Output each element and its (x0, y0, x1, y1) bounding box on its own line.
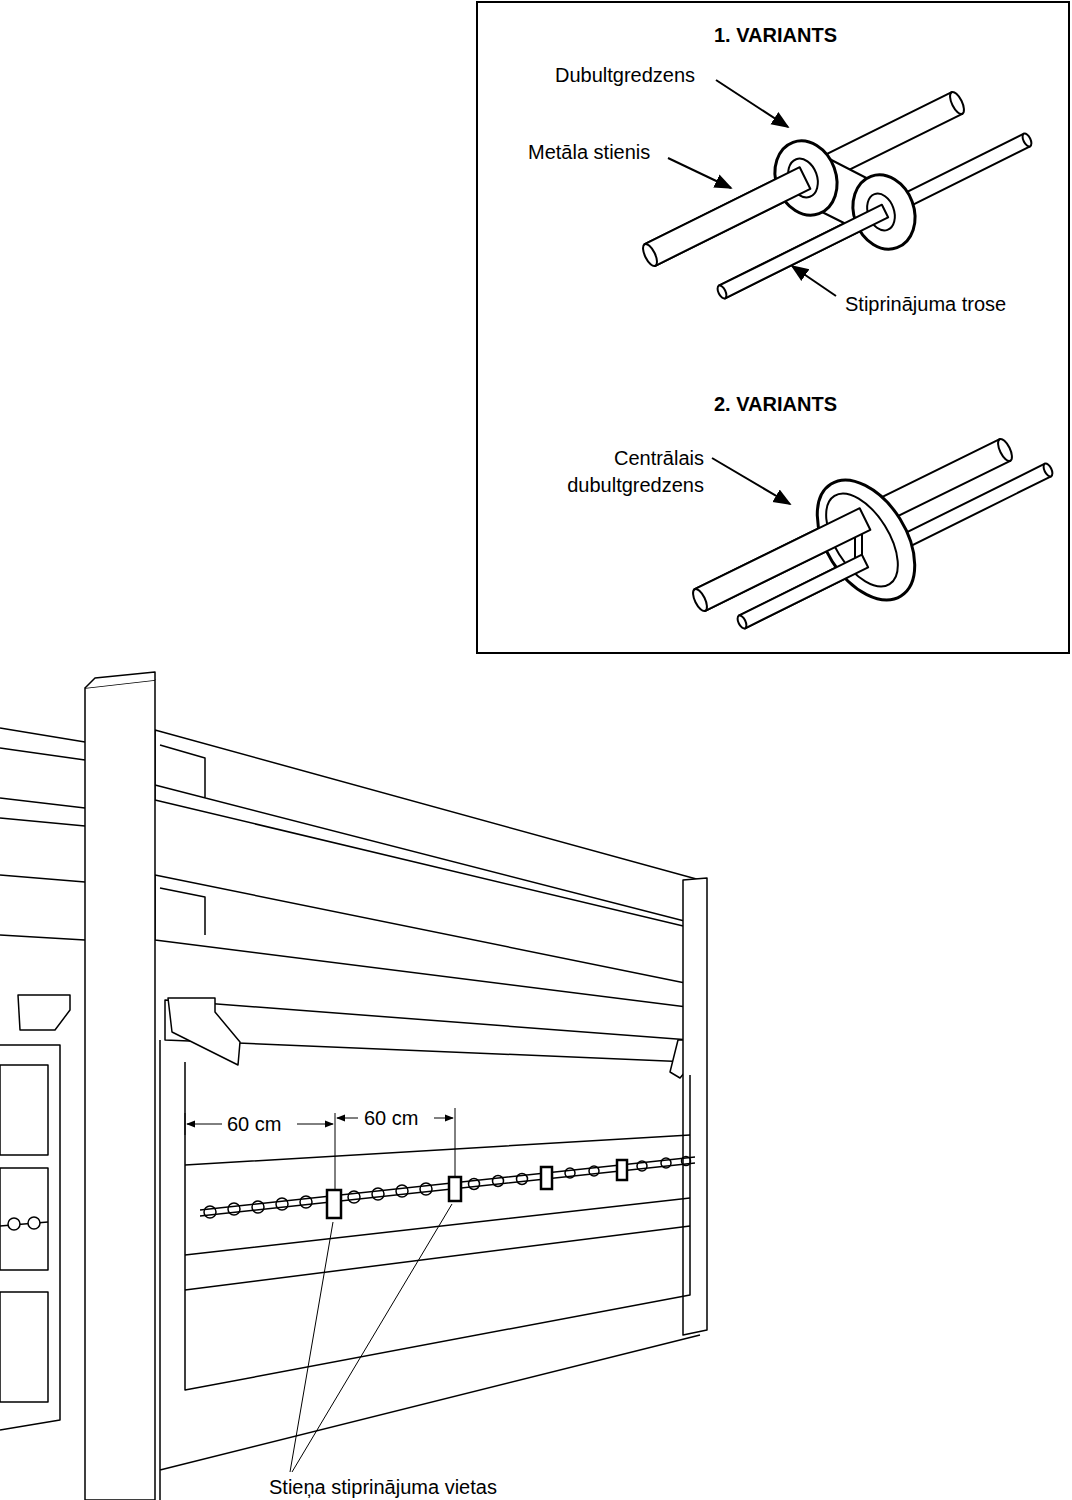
part-label: Dubultgredzens (555, 62, 725, 89)
leader-line (290, 1204, 452, 1472)
fixing-point (541, 1167, 552, 1189)
corner-post (85, 680, 155, 1500)
left-panel-box (0, 1292, 48, 1402)
leader-line (712, 458, 790, 504)
left-rail (0, 728, 85, 940)
cable (719, 134, 1030, 299)
cable-end (716, 284, 728, 300)
leader-line (792, 266, 836, 296)
dimension-line (187, 1124, 222, 1125)
rod-ring (8, 1218, 20, 1230)
rod-ring (661, 1158, 671, 1168)
rod-ring (682, 1157, 691, 1166)
dimension-label: 60 cm (361, 1106, 421, 1130)
rod-end (995, 437, 1015, 463)
fixing-point (617, 1160, 627, 1180)
metal-rod (645, 92, 963, 266)
part-label: Stiprinājuma trose (845, 291, 1055, 318)
rod-ring (372, 1188, 384, 1200)
rod-ring (252, 1201, 264, 1213)
rod-end (640, 242, 660, 268)
left-bracket (18, 995, 70, 1030)
inset-panel: 1. VARIANTS DubultgredzensMetāla stienisS… (476, 1, 1070, 654)
cable (719, 205, 888, 299)
rod-ring (637, 1161, 647, 1171)
dimension-line (297, 1124, 333, 1125)
left-panel (0, 1045, 60, 1430)
rod-end (947, 90, 967, 116)
lower-panel-frame (160, 1040, 700, 1500)
right-post (683, 878, 707, 1335)
middle-rail (155, 875, 695, 1008)
dimension-line (434, 1118, 453, 1119)
left-panel-box (0, 1168, 48, 1270)
cable-end (736, 614, 748, 630)
hanger-bracket (168, 998, 240, 1065)
part-label: Centrālais dubultgredzens (528, 445, 704, 499)
dimension-line (337, 1118, 358, 1119)
part-label: Metāla stienis (528, 139, 678, 166)
rod-ring (348, 1191, 360, 1203)
dimension-label: 60 cm (224, 1112, 284, 1136)
metal-rod (645, 167, 811, 266)
leader-line (668, 158, 731, 188)
cable (739, 555, 868, 629)
left-rod (0, 1222, 48, 1226)
rod-ring (28, 1217, 40, 1229)
cable-end (1021, 132, 1033, 148)
corner-post-cap (85, 672, 155, 688)
rod-ring (396, 1185, 408, 1197)
fixing-point (449, 1177, 461, 1201)
rod-ring (517, 1174, 528, 1185)
rod-rings (204, 1157, 691, 1219)
rod-ring (589, 1166, 599, 1176)
variant-heading: 1. VARIANTS (658, 22, 893, 49)
rod-ring (469, 1179, 480, 1190)
rod-ring (493, 1176, 504, 1187)
rod-ring (420, 1183, 432, 1195)
hanger-rail (165, 1000, 690, 1062)
rod-ring (204, 1206, 216, 1218)
rod-ring (565, 1168, 575, 1178)
leader-line (716, 80, 788, 127)
cable-end (1042, 462, 1054, 478)
rod-end (690, 587, 710, 613)
rod-ring (228, 1203, 240, 1215)
callout-label: Stieņa stiprinājuma vietas (266, 1475, 500, 1499)
rod-ring (300, 1196, 312, 1208)
left-panel-box (0, 1065, 48, 1155)
fixing-rod (200, 1157, 695, 1216)
rod-ring (276, 1198, 288, 1210)
fixing-point (327, 1190, 341, 1218)
panel-slat (185, 1135, 690, 1290)
middle-rail-detail (160, 888, 205, 935)
variant-heading: 2. VARIANTS (658, 391, 893, 418)
